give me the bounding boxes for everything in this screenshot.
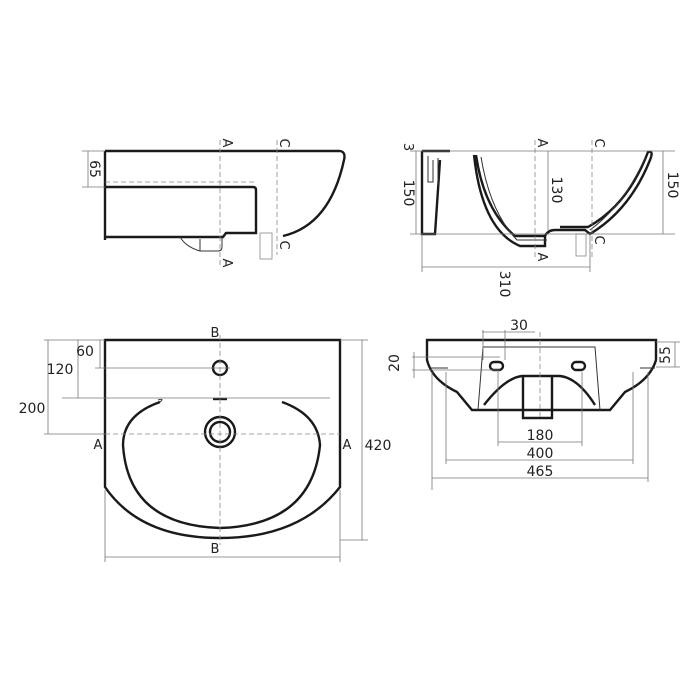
dim-65: 65 <box>86 160 102 178</box>
dim-20: 20 <box>387 354 403 372</box>
section-a-bottom: A <box>534 253 549 262</box>
section-a-right: A <box>343 438 352 453</box>
dim-465: 465 <box>527 464 554 480</box>
dim-180: 180 <box>527 428 554 444</box>
dim-150-left: 150 <box>400 180 416 207</box>
dim-400: 400 <box>527 446 554 462</box>
section-view: 3 150 130 150 310 A A C C <box>400 138 680 297</box>
plan-view: 60 120 200 420 A A B B <box>19 326 392 562</box>
dim-120: 120 <box>47 362 74 378</box>
dim-310: 310 <box>496 271 512 298</box>
section-a-top: A <box>534 139 549 148</box>
section-c-top: C <box>591 138 606 147</box>
dim-55: 55 <box>658 346 674 364</box>
section-a-bottom: A <box>219 259 234 268</box>
section-a-left: A <box>94 438 103 453</box>
dim-3: 3 <box>400 143 415 151</box>
section-c-top: C <box>276 138 291 147</box>
section-b-top: B <box>211 326 220 341</box>
dim-60: 60 <box>76 344 94 360</box>
section-a-top: A <box>219 139 234 148</box>
section-c-bottom: C <box>276 240 291 249</box>
section-b-bottom: B <box>211 542 220 557</box>
dim-420: 420 <box>365 438 392 454</box>
dim-30: 30 <box>510 318 528 334</box>
dim-200: 200 <box>19 401 46 417</box>
dim-150-right: 150 <box>664 172 680 199</box>
front-view: 30 20 55 180 400 465 <box>387 318 680 490</box>
side-view: 65 A A C C <box>82 138 346 268</box>
section-c-bottom: C <box>591 235 606 244</box>
dim-130: 130 <box>548 177 564 204</box>
